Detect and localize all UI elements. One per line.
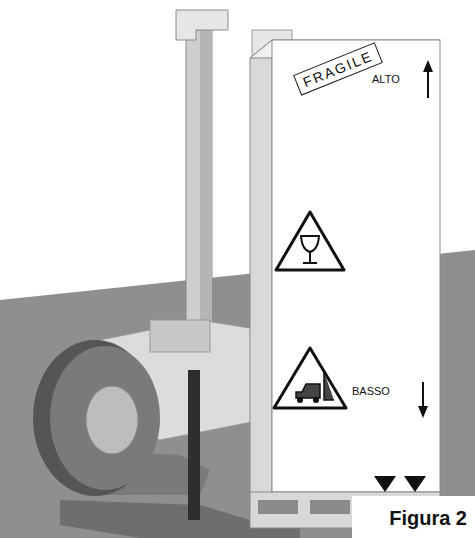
down-arrow (418, 406, 428, 418)
forklift-sign (274, 348, 346, 408)
box-front (272, 40, 440, 492)
orientation-label: BASSO (352, 385, 390, 397)
pallet-slot (310, 500, 350, 514)
truck-bracket (150, 320, 210, 352)
wheel (50, 346, 160, 490)
fragile-label: FRAGILE (293, 42, 383, 95)
wheel-hub (86, 386, 138, 454)
caption-patch (352, 496, 475, 538)
box-side (250, 40, 272, 505)
fragile-sign (276, 212, 344, 270)
pallet-mark (374, 476, 396, 492)
forklift-icon (313, 397, 319, 403)
up-arrow (427, 70, 429, 98)
forklift-icon (296, 372, 334, 400)
orientation-label: ALTO (372, 73, 400, 85)
package-box: ALTO BASSO FRAGILE (272, 40, 440, 492)
fork-bracket (188, 370, 200, 520)
down-arrow (422, 382, 424, 408)
figure-caption: Figura 2 (389, 507, 467, 530)
mast-top (176, 10, 228, 40)
label-text: FRAGILE (301, 48, 376, 91)
glass-icon (301, 236, 319, 263)
up-arrow (423, 60, 433, 72)
pallet-slot (258, 500, 298, 514)
pallet-mark (404, 476, 426, 492)
forklift-icon (297, 397, 303, 403)
